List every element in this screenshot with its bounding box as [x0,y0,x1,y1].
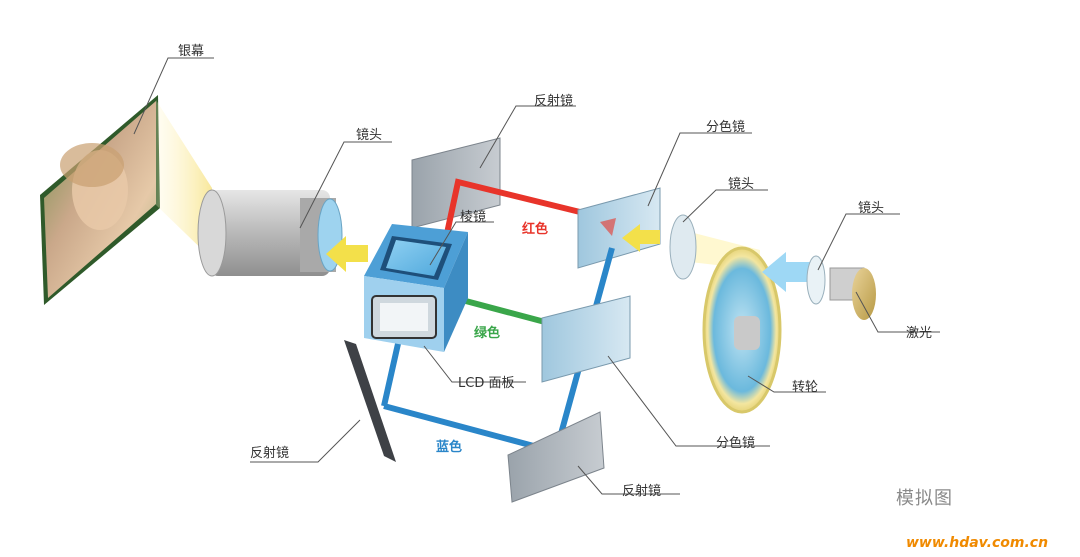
label-mirror-left: 反射镜 [250,446,290,461]
light-arrow-to-lens [326,236,368,272]
dichroic-mirror-top [577,187,661,269]
lens-right [806,255,826,305]
label-screen: 银幕 [178,44,205,59]
label-dichroic-top: 分色镜 [706,120,746,135]
label-laser: 激光 [906,326,933,341]
projection-lens [197,189,343,277]
screen [40,95,160,305]
label-mirror-bottom: 反射镜 [622,484,662,499]
label-mirror-top: 反射镜 [534,94,574,109]
dichroic-mirror-bottom [541,295,631,383]
label-blue-beam: 蓝色 [436,440,463,455]
label-lcd-panel: LCD 面板 [458,376,515,391]
color-wheel [702,246,782,414]
label-lens-right: 镜头 [858,201,885,216]
mirror-bottom [507,411,605,503]
laser [829,267,876,320]
label-green-beam: 绿色 [474,326,501,341]
label-prism: 棱镜 [460,210,487,225]
prism-cube [364,224,468,352]
light-arrow-to-dichroic [622,224,660,252]
label-red-beam: 红色 [522,222,549,237]
red-beam [443,178,581,239]
light-arrow-blue [762,252,818,292]
label-projection-lens: 镜头 [356,128,383,143]
leader-lines [133,57,940,495]
lens-mid [669,214,697,280]
watermark: www.hdav.com.cn [906,535,1049,551]
label-lens-mid: 镜头 [728,177,755,192]
label-dichroic-bottom: 分色镜 [716,436,756,451]
mirror-left [344,340,396,462]
diagram-caption: 模拟图 [896,488,953,509]
label-color-wheel: 转轮 [792,380,819,395]
